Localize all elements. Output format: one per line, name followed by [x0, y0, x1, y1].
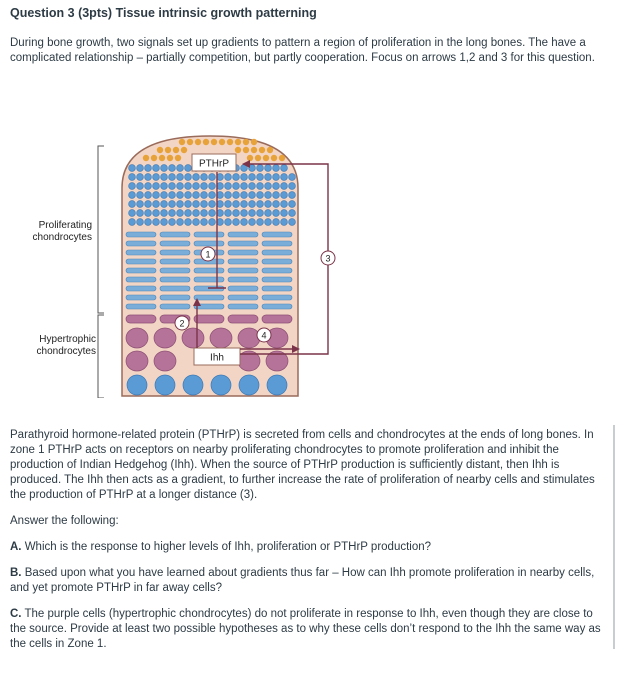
question-b-label: B.	[10, 567, 22, 579]
marker-3-text: 3	[325, 254, 330, 264]
question-c-label: C.	[10, 608, 22, 620]
explanation-paragraph: Parathyroid hormone-related protein (PTH…	[10, 429, 595, 501]
ihh-label: Ihh	[210, 353, 224, 364]
hypertrophic-cells	[125, 314, 293, 372]
top-cells	[142, 138, 286, 162]
ihh-box	[193, 347, 241, 366]
proliferating-label-line1: Proliferating	[39, 220, 92, 231]
arrow-2-head	[193, 298, 201, 306]
marker-4: 4	[256, 327, 272, 343]
marker-4-text: 4	[261, 331, 266, 341]
question-title: Question 3 (3pts) Tissue intrinsic growt…	[10, 6, 317, 20]
hypertrophic-bracket	[97, 314, 104, 398]
marker-1-text: 1	[205, 250, 210, 260]
arrow-4-head	[292, 345, 300, 353]
scrollbar[interactable]	[613, 425, 615, 649]
round-proliferating-cells	[128, 164, 296, 226]
marker-1: 1	[200, 246, 216, 262]
question-c: C. The purple cells (hypertrophic chondr…	[10, 607, 605, 652]
hypertrophic-label-line2: chondrocytes	[37, 346, 96, 357]
bottom-blue-cells	[126, 374, 288, 396]
growth-plate-figure: Proliferating chondrocytes Hypertrophic …	[33, 135, 336, 398]
question-a-text: Which is the response to higher levels o…	[21, 541, 432, 553]
flattened-column-cells	[125, 231, 293, 310]
arrowheads	[193, 160, 300, 353]
arrow-3-head	[242, 160, 250, 168]
question-b-text: Based upon what you have learned about g…	[10, 567, 595, 594]
answer-prompt: Answer the following:	[10, 515, 119, 527]
proliferating-label-line2: chondrocytes	[33, 232, 92, 243]
marker-3: 3	[320, 250, 336, 266]
question-intro: During bone growth, two signals set up g…	[10, 37, 595, 64]
hypertrophic-label-line1: Hypertrophic	[39, 334, 96, 345]
question-a-label: A.	[10, 541, 22, 553]
question-b: B. Based upon what you have learned abou…	[10, 566, 605, 596]
pthrp-label: PTHrP	[199, 159, 229, 170]
marker-2-text: 2	[179, 319, 184, 329]
proliferating-bracket	[97, 145, 104, 314]
question-a: A. Which is the response to higher level…	[10, 540, 605, 555]
question-c-text: The purple cells (hypertrophic chondrocy…	[10, 608, 601, 650]
marker-2: 2	[174, 315, 190, 331]
pthrp-box	[191, 153, 237, 172]
